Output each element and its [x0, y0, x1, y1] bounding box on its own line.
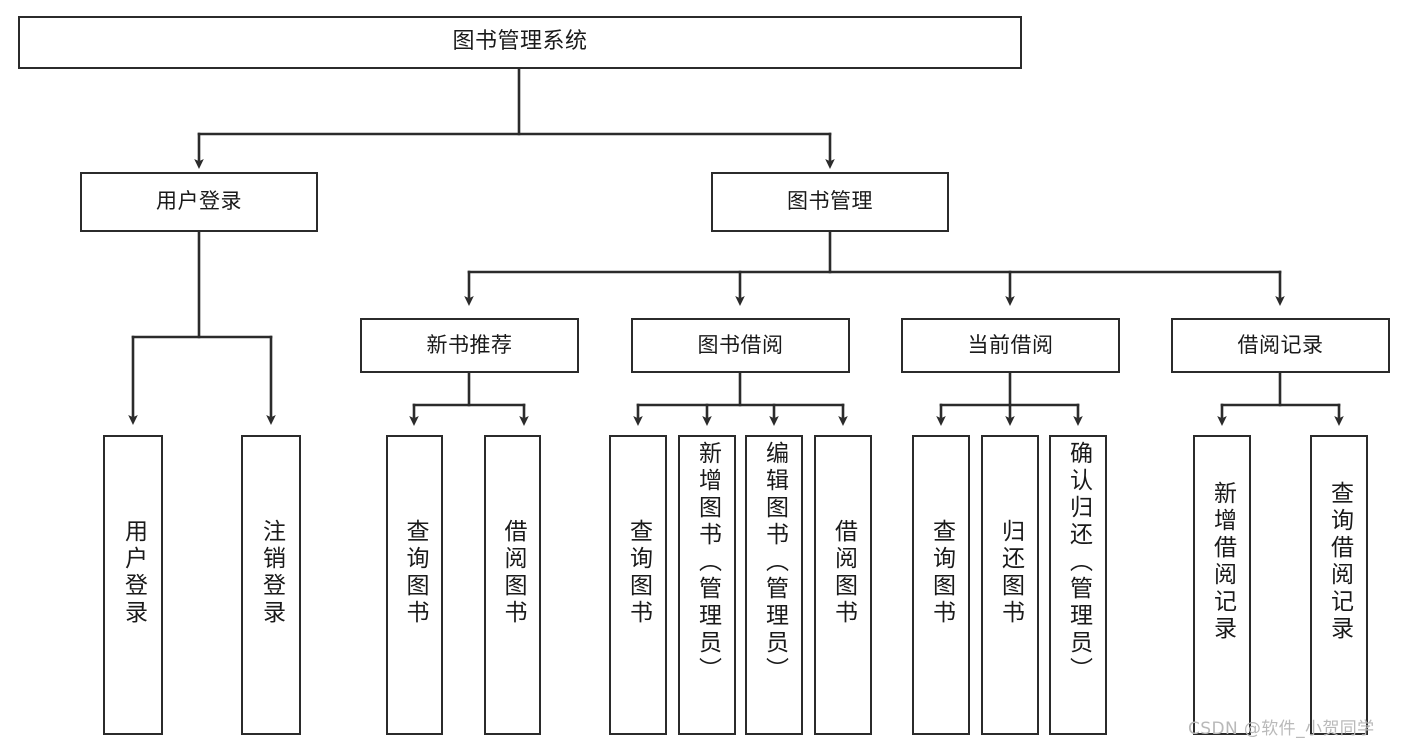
- leaf-borrow-books-recommend[interactable]: 借阅图书: [484, 435, 541, 735]
- leaf-borrow-books[interactable]: 借阅图书: [814, 435, 872, 735]
- node-label: 当前借阅: [967, 332, 1054, 357]
- node-label: 新书推荐: [426, 332, 513, 357]
- node-label: 用户登录: [120, 519, 147, 627]
- leaf-add-book-admin[interactable]: 新增图书（管理员）: [678, 435, 736, 735]
- node-current-borrow[interactable]: 当前借阅: [901, 318, 1120, 373]
- node-label: 图书管理系统: [452, 29, 588, 55]
- node-label: 图书借阅: [697, 332, 784, 357]
- leaf-confirm-return-admin[interactable]: 确认归还（管理员）: [1049, 435, 1107, 735]
- node-label: 归还图书: [997, 519, 1024, 627]
- node-book-management[interactable]: 图书管理: [711, 172, 949, 232]
- node-label: 图书管理: [787, 189, 873, 214]
- node-label: 查询图书: [402, 519, 428, 627]
- leaf-add-borrow-record[interactable]: 新增借阅记录: [1193, 435, 1251, 735]
- leaf-query-books-borrow[interactable]: 查询图书: [609, 435, 667, 735]
- node-label: 新增图书（管理员）: [694, 441, 721, 684]
- node-label: 新增借阅记录: [1209, 481, 1236, 643]
- leaf-return-books[interactable]: 归还图书: [981, 435, 1039, 735]
- node-label: 确认归还（管理员）: [1065, 441, 1092, 684]
- leaf-query-borrow-record[interactable]: 查询借阅记录: [1310, 435, 1368, 735]
- node-label: 用户登录: [156, 189, 242, 214]
- node-label: 借阅图书: [500, 519, 526, 627]
- node-new-book-recommend[interactable]: 新书推荐: [360, 318, 579, 373]
- leaf-edit-book-admin[interactable]: 编辑图书（管理员）: [745, 435, 803, 735]
- node-label: 注销登录: [258, 519, 285, 627]
- node-book-borrow[interactable]: 图书借阅: [631, 318, 850, 373]
- leaf-user-logout[interactable]: 注销登录: [241, 435, 301, 735]
- node-label: 借阅记录: [1237, 332, 1324, 357]
- node-label: 查询借阅记录: [1326, 481, 1353, 643]
- node-borrow-records[interactable]: 借阅记录: [1171, 318, 1390, 373]
- node-user-login[interactable]: 用户登录: [80, 172, 318, 232]
- leaf-user-login[interactable]: 用户登录: [103, 435, 163, 735]
- leaf-query-books-recommend[interactable]: 查询图书: [386, 435, 443, 735]
- node-root-system[interactable]: 图书管理系统: [18, 16, 1022, 69]
- node-label: 查询图书: [625, 519, 652, 627]
- watermark: CSDN @软件_小贺同学: [1188, 719, 1375, 739]
- node-label: 编辑图书（管理员）: [761, 441, 788, 684]
- leaf-query-books-current[interactable]: 查询图书: [912, 435, 970, 735]
- node-label: 查询图书: [928, 519, 955, 627]
- node-label: 借阅图书: [830, 519, 857, 627]
